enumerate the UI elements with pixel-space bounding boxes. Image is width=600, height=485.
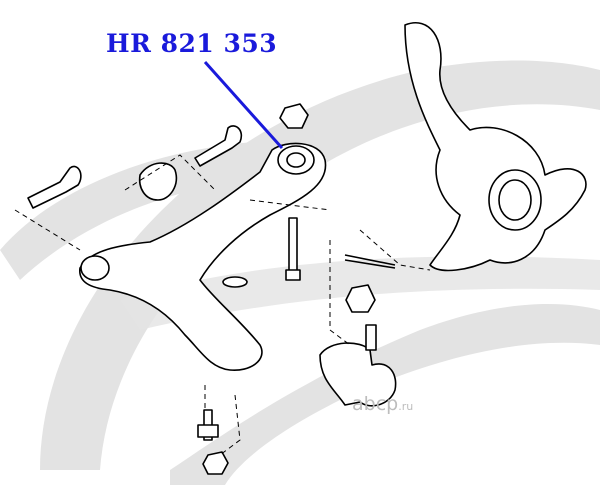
steering-knuckle (404, 22, 587, 272)
cotter-pin (344, 254, 396, 269)
lower-control-arm (79, 142, 327, 371)
front-bushing (80, 255, 110, 281)
castle-nut (345, 284, 376, 313)
watermark-suffix: .ru (398, 400, 414, 413)
vertical-bolt (288, 217, 298, 279)
bottom-nut (202, 451, 229, 475)
leader-line (203, 60, 284, 150)
assembly-guide-lines (14, 154, 431, 456)
part-number-label: HR 821 353 (106, 29, 278, 58)
bolt-left (27, 165, 82, 209)
bolt-middle (194, 125, 243, 167)
ball-joint (319, 342, 397, 407)
watermark-text: abcp (352, 393, 399, 415)
bracket (138, 162, 177, 201)
watermark-logo: abcp.ru (352, 393, 413, 415)
top-nut (279, 103, 309, 129)
